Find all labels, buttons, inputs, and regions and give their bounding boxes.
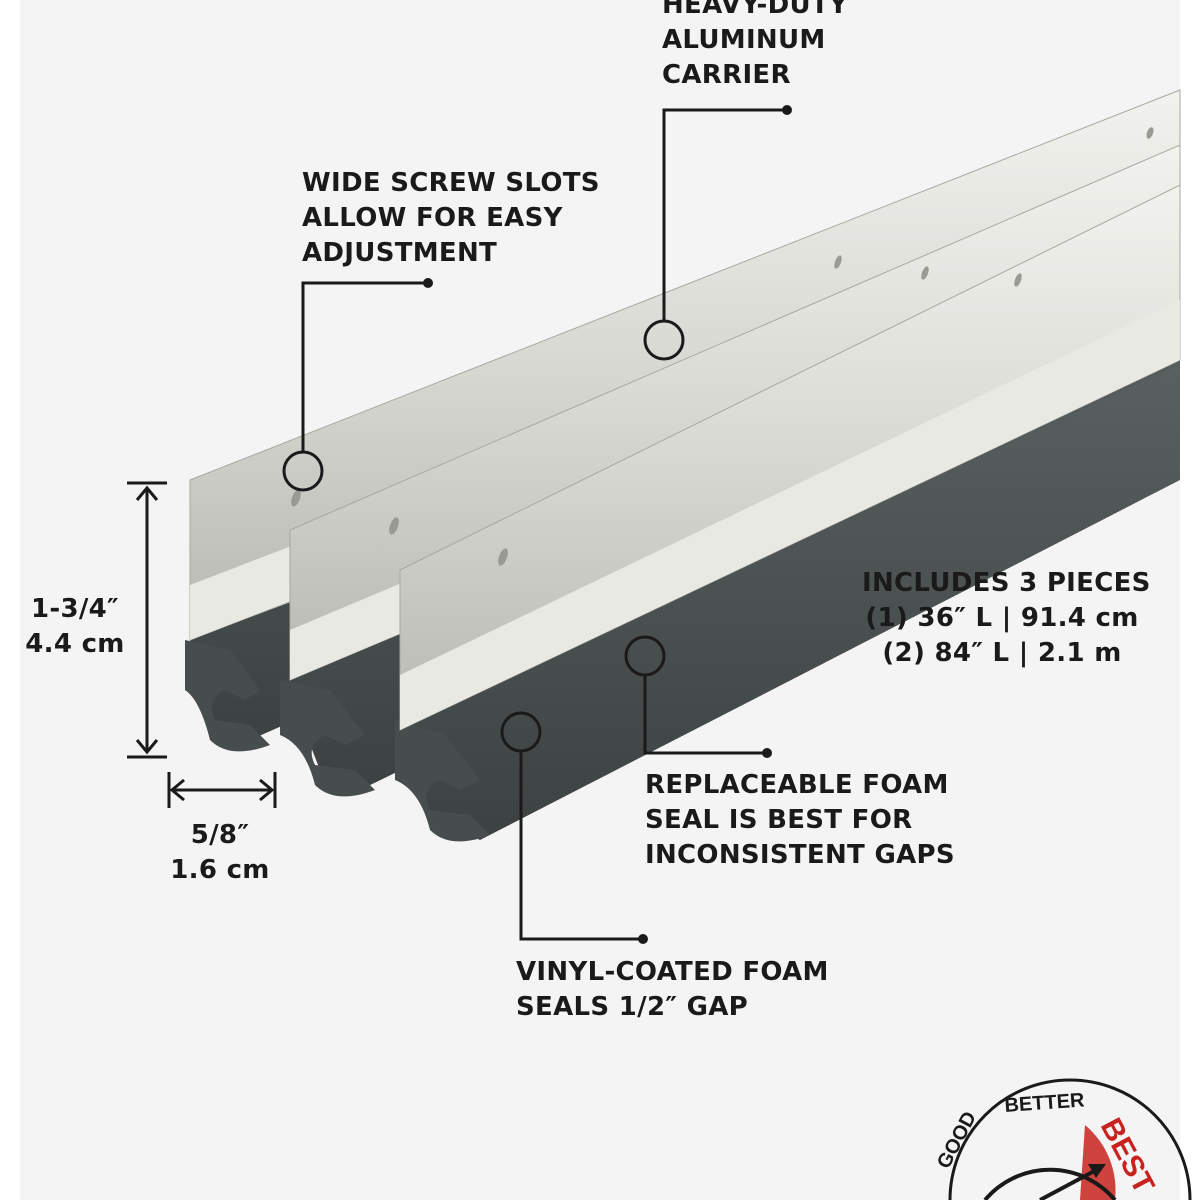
height-dimension-label: 1-3/4″ 4.4 cm [20, 592, 130, 662]
carrier-callout-line-2: ALUMINUM [662, 25, 826, 55]
foam-profile [185, 640, 270, 752]
carrier-callout: HEAVY-DUTY ALUMINUM CARRIER [662, 0, 848, 93]
screw-slots-line-1: WIDE SCREW SLOTS [302, 168, 600, 198]
foam-seal-callout: REPLACEABLE FOAM SEAL IS BEST FOR INCONS… [645, 768, 955, 873]
foam-profile [280, 680, 375, 797]
gauge-needle [1039, 1166, 1101, 1200]
screw-slots-line-2: ALLOW FOR EASY [302, 203, 563, 233]
height-imperial: 1-3/4″ [31, 594, 119, 624]
vinyl-line-2: SEALS 1/2″ GAP [516, 992, 749, 1022]
foam-seal-line-3: INCONSISTENT GAPS [645, 840, 955, 870]
width-imperial: 5/8″ [190, 820, 250, 850]
includes-line-2: (1) 36″ L | 91.4 cm [865, 603, 1139, 633]
width-metric: 1.6 cm [170, 855, 270, 885]
gauge-needle-tip [1088, 1164, 1106, 1178]
screw-slots-callout: WIDE SCREW SLOTS ALLOW FOR EASY ADJUSTME… [302, 166, 600, 271]
foam-profile [395, 720, 490, 842]
vinyl-callout: VINYL-COATED FOAM SEALS 1/2″ GAP [516, 955, 829, 1025]
carrier-callout-line-1: HEAVY-DUTY [662, 0, 849, 20]
foam-seal [400, 365, 1180, 840]
carrier-lip [400, 300, 1180, 730]
vinyl-line-1: VINYL-COATED FOAM [516, 957, 829, 987]
foam-seal-line-1: REPLACEABLE FOAM [645, 770, 949, 800]
includes-line-1: INCLUDES 3 PIECES [862, 568, 1151, 598]
callout-dots [423, 105, 792, 944]
callout-lines [282, 108, 787, 941]
screw-slots [291, 127, 1154, 566]
gauge-label-better: BETTER [1004, 1089, 1086, 1117]
carrier-callout-line-3: CARRIER [662, 60, 791, 90]
width-dimension-label: 5/8″ 1.6 cm [160, 818, 280, 888]
gauge-label-good: GOOD [933, 1108, 981, 1172]
threshold-strip-3 [395, 184, 1181, 842]
gauge-arc [948, 1078, 1192, 1200]
height-metric: 4.4 cm [25, 629, 125, 659]
gauge-inner-arc [983, 1167, 1117, 1200]
height-dimension [127, 481, 167, 759]
foam-seal-line-2: SEAL IS BEST FOR [645, 805, 913, 835]
includes-line-3: (2) 84″ L | 2.1 m [882, 638, 1122, 668]
rating-gauge: GOOD BETTER BEST [933, 1078, 1192, 1200]
screw-slots-line-3: ADJUSTMENT [302, 238, 498, 268]
width-dimension [167, 772, 277, 808]
includes-callout: INCLUDES 3 PIECES (1) 36″ L | 91.4 cm (2… [862, 566, 1151, 671]
